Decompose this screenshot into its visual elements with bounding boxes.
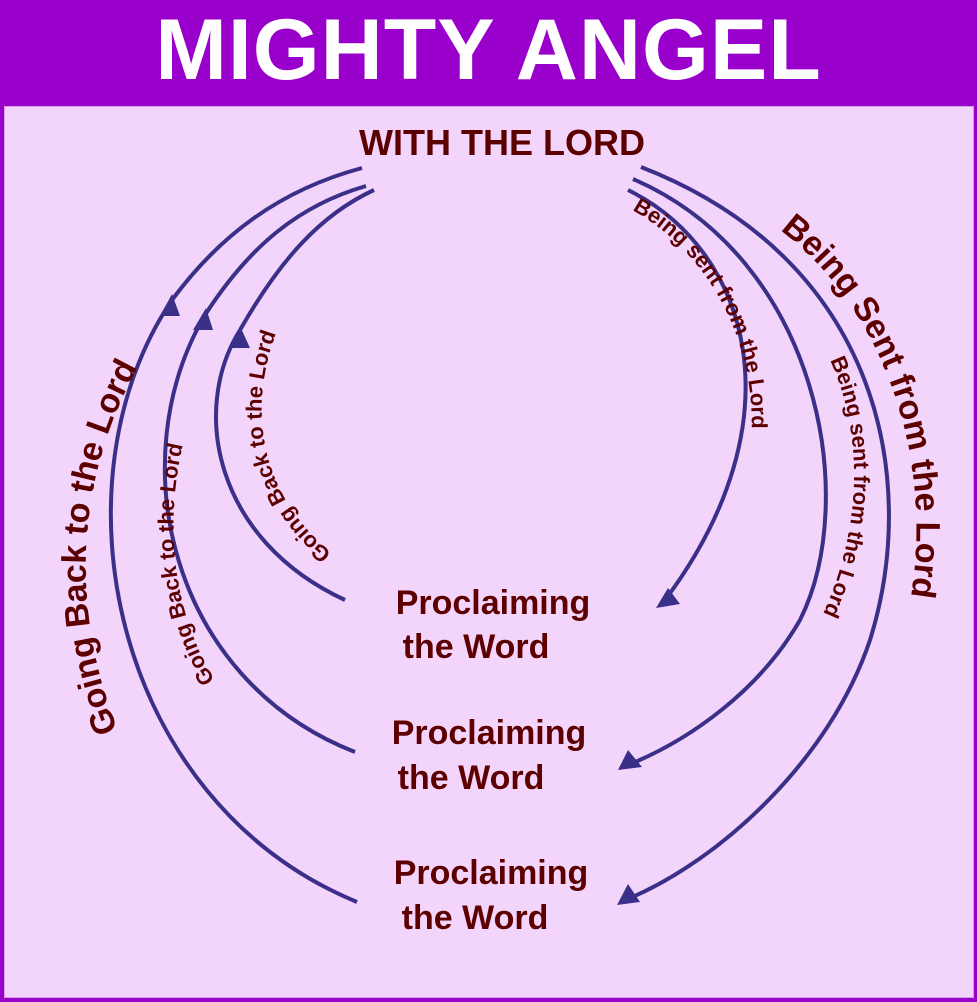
being-sent-arrow-2-head	[618, 750, 642, 770]
being-sent-arrow-3	[629, 165, 891, 900]
diagram-panel	[4, 106, 974, 998]
title-bar: MIGHTY ANGEL	[0, 0, 977, 104]
going-back-label-3-text: Going Back to the Lord	[56, 353, 145, 740]
being-sent-arrow-1	[627, 188, 748, 602]
proclaiming-node-1-line2: the Word	[403, 628, 550, 666]
going-back-arrow-3	[108, 166, 363, 904]
proclaiming-node-3-line2: the Word	[402, 899, 549, 937]
going-back-arrow-2	[162, 184, 367, 754]
proclaiming-node-3-line1: Proclaiming	[394, 854, 589, 892]
proclaiming-node-2-line2: the Word	[398, 759, 545, 797]
being-sent-arrow-1-head	[656, 588, 680, 608]
going-back-label-3: Going Back to the Lord	[56, 353, 145, 740]
going-back-arrow-1-head	[231, 326, 250, 348]
proclaiming-node-2-line1: Proclaiming	[392, 714, 587, 752]
top-node-label: WITH THE LORD	[359, 122, 645, 163]
going-back-arrow-2-head	[193, 308, 213, 330]
being-sent-arrow-3-head	[617, 884, 640, 905]
proclaiming-node-1-line1: Proclaiming	[396, 584, 591, 622]
going-back-arrow-1	[214, 188, 375, 602]
being-sent-arrow-2	[627, 177, 828, 767]
diagram-title: MIGHTY ANGEL	[155, 2, 822, 98]
going-back-arrow-3-head	[160, 294, 180, 316]
